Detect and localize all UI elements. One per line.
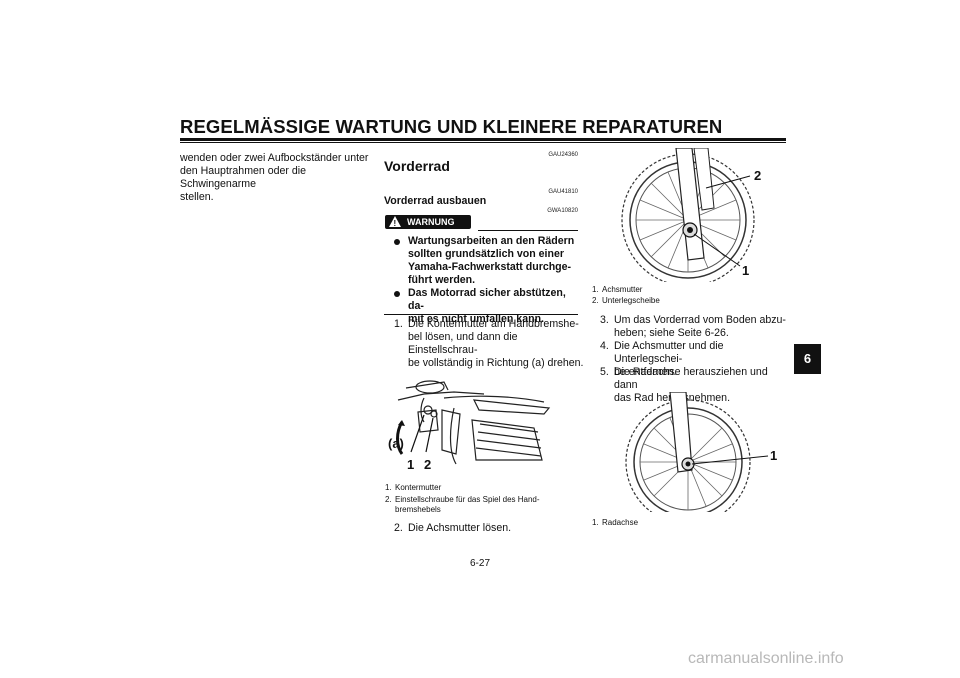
chapter-tab: 6 [794,344,821,374]
step-number: 1. [394,318,403,330]
step-1: 1. Die Kontermutter am Handbremshe- bel … [394,318,584,370]
figure-label-2: 2 [424,457,432,472]
text-line: stellen. [180,191,214,203]
figure-brake-lever [384,370,578,475]
exclamation-icon: ! [393,219,397,228]
doc-code: GWA10820 [547,208,578,214]
text-line: Die Kontermutter am Handbremshe- [408,318,579,330]
caption-number: 2. [592,296,599,305]
caption-text: Einstellschraube für das Spiel des Hand- [395,495,540,504]
warning-label: WARNUNG [407,217,455,227]
text-line: sollten grundsätzlich von einer [408,248,564,260]
caption-text: Unterlegscheibe [602,296,660,305]
caption-number: 2. [385,495,392,504]
caption-2: 2. Unterlegscheibe [592,296,788,306]
figure-axle [600,392,790,512]
step-number: 4. [600,340,609,352]
text-line: wenden oder zwei Aufbockständer unter [180,152,369,164]
caption-text: Kontermutter [395,483,442,492]
caption-number: 1. [592,285,599,294]
step-2: 2. Die Achsmutter lösen. [394,522,584,535]
warning-item: Wartungsarbeiten an den Rädern sollten g… [394,235,584,287]
front-wheel-illustration [621,148,755,282]
text-line: Das Motorrad sicher abstützen, da- [408,287,566,312]
text-line: den Hauptrahmen oder die Schwingenarme [180,165,307,190]
warning-item: Das Motorrad sicher abstützen, da- mit e… [394,287,584,326]
text-line: Die Radachse herausziehen und dann [614,366,768,391]
front-wheel-axle-illustration [625,392,769,512]
text-line: be vollständig in Richtung (a) drehen. [408,357,584,369]
caption-1: 1. Kontermutter [385,483,581,493]
caption-1: 1. Achsmutter [592,285,788,295]
text-line: Die Achsmutter und die Unterlegschei- [614,340,724,365]
watermark: carmanualsonline.info [688,650,844,667]
caption-1: 1. Radachse [592,518,788,528]
figure-label-1: 1 [407,457,415,472]
caption-number: 1. [592,518,599,527]
text-line: Um das Vorderrad vom Boden abzu- [614,314,786,326]
text-line: führt werden. [408,274,476,286]
warning-end-rule [384,314,578,315]
caption-number: 1. [385,483,392,492]
caption-text: Achsmutter [602,285,643,294]
page-header-title: REGELMÄSSIGE WARTUNG UND KLEINERE REPARA… [180,116,723,137]
section-title: Vorderrad [384,158,450,174]
bullet-icon [394,239,400,245]
step-number: 3. [600,314,609,326]
figure-axle-nut [596,148,786,282]
warning-rule [478,230,578,231]
text-line: mit es nicht umfallen kann. [408,313,544,325]
step-number: 2. [394,522,403,534]
figure-label-2: 2 [754,168,762,183]
caption-text: Radachse [602,518,639,527]
brake-lever-illustration [396,380,551,465]
figure-label-a: (a) [388,436,404,451]
doc-code: GAU41810 [548,189,578,195]
subsection-title: Vorderrad ausbauen [384,195,487,207]
text-line: heben; siehe Seite 6-26. [614,327,729,339]
header-rule-thin [180,142,786,143]
figure-label-1: 1 [742,263,750,278]
warning-badge: ! WARNUNG [385,215,471,229]
left-column-text: wenden oder zwei Aufbockständer unter de… [180,152,370,204]
text-line: Yamaha-Fachwerkstatt durchge- [408,261,572,273]
doc-code: GAU24360 [548,152,578,158]
warning-triangle-icon [389,216,401,227]
text-line: bel lösen, und dann die Einstellschrau- [408,331,518,356]
text-line: Wartungsarbeiten an den Rädern [408,235,575,247]
figure-label-1: 1 [770,448,778,463]
caption-text: bremshebels [395,505,441,514]
step-4: 4. Die Achsmutter und die Unterlegschei-… [600,340,790,379]
text-line: Die Achsmutter lösen. [408,522,512,534]
caption-2: 2. Einstellschraube für das Spiel des Ha… [385,495,581,515]
step-3: 3. Um das Vorderrad vom Boden abzu- hebe… [600,314,790,340]
step-5: 5. Die Radachse herausziehen und dann da… [600,366,790,405]
bullet-icon [394,291,400,297]
header-rule [180,138,786,141]
page-number: 6-27 [470,558,491,569]
step-number: 5. [600,366,609,378]
text-line: be entfernen. [614,366,677,378]
